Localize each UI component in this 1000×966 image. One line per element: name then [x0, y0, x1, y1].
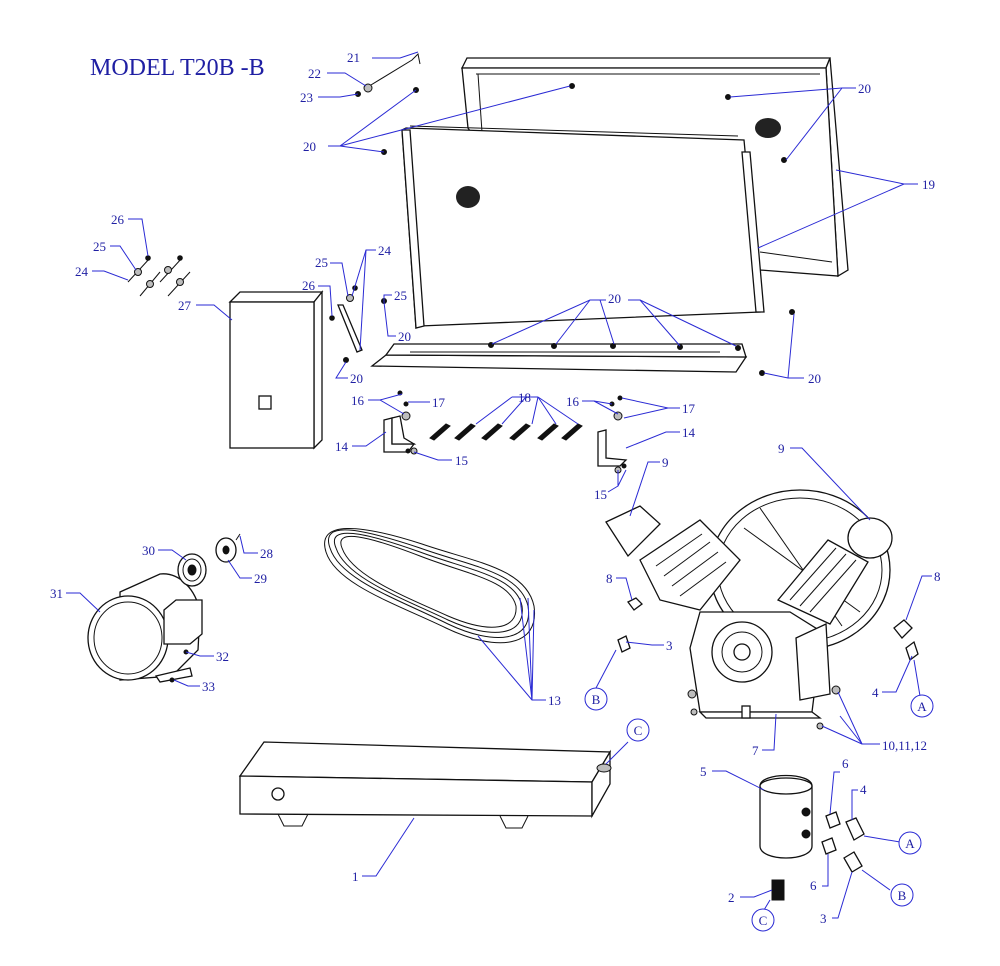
electric-motor — [87, 573, 203, 683]
label-25-middle: 25 — [315, 255, 328, 270]
label-20-bottom-group: 20 — [608, 291, 621, 306]
label-31: 31 — [50, 586, 63, 601]
label-2: 2 — [728, 890, 735, 905]
mount-bracket-right — [597, 395, 628, 474]
pulley-hub-29 — [215, 533, 241, 563]
label-6-lower: 6 — [810, 878, 817, 893]
fitting-8-right — [893, 619, 919, 662]
motor-pulley-30 — [177, 553, 207, 587]
label-20-bottom-left: 20 — [350, 371, 363, 386]
label-23: 23 — [300, 90, 313, 105]
label-3-pump: 3 — [666, 638, 673, 653]
vent-grille-left — [456, 186, 480, 208]
svg-text:B: B — [592, 692, 601, 707]
label-15-right: 15 — [594, 487, 607, 502]
bolt-set-middle — [329, 285, 363, 353]
label-16-right: 16 — [566, 394, 580, 409]
label-24-middle: 24 — [378, 243, 392, 258]
mount-bracket-left — [383, 390, 418, 455]
label-20-middle: 20 — [398, 329, 411, 344]
svg-text:C: C — [759, 913, 768, 928]
label-15-left: 15 — [455, 453, 468, 468]
leader-lines — [66, 51, 932, 919]
label-4-pump: 4 — [872, 685, 879, 700]
label-26-left: 26 — [111, 212, 125, 227]
connector-c-base: C — [626, 718, 650, 742]
svg-text:B: B — [898, 888, 907, 903]
fitting-8-left — [617, 597, 643, 653]
label-20-bottom-right: 20 — [808, 371, 821, 386]
label-13: 13 — [548, 693, 561, 708]
svg-text:C: C — [634, 723, 643, 738]
label-8-right: 8 — [934, 569, 941, 584]
label-26-middle: 26 — [302, 278, 316, 293]
rubber-strips-18 — [429, 423, 583, 441]
label-7: 7 — [752, 743, 759, 758]
label-8-left: 8 — [606, 571, 613, 586]
guard-bottom-channel — [370, 343, 748, 373]
label-25-right: 25 — [394, 288, 407, 303]
fitting-3-lower — [843, 851, 863, 873]
control-box — [228, 290, 324, 450]
label-14-left: 14 — [335, 439, 349, 454]
part-number-labels: 21 22 23 20 20 19 26 25 24 27 25 26 24 2… — [50, 50, 941, 926]
label-1: 1 — [352, 869, 359, 884]
model-title: MODEL T20B -B — [90, 55, 265, 81]
label-4-receiver: 4 — [860, 782, 867, 797]
vent-grille-right — [755, 118, 781, 138]
label-9-left: 9 — [662, 455, 669, 470]
label-10-11-12: 10,11,12 — [882, 738, 927, 753]
label-3-receiver: 3 — [820, 911, 827, 926]
label-18: 18 — [518, 390, 531, 405]
label-25-left: 25 — [93, 239, 106, 254]
connector-b-receiver: B — [890, 883, 914, 907]
label-9-right: 9 — [778, 441, 785, 456]
fitting-4-lower — [845, 817, 865, 841]
bolt-set-left — [127, 255, 191, 297]
label-24-left: 24 — [75, 264, 89, 279]
guard-bracket-21 — [355, 52, 421, 97]
label-27: 27 — [178, 298, 192, 313]
label-17-right: 17 — [682, 401, 696, 416]
connector-a-right-pump: A — [910, 694, 934, 718]
cylinder-fins-right — [776, 539, 869, 625]
label-16-left: 16 — [351, 393, 365, 408]
label-29: 29 — [254, 571, 267, 586]
cylinder-fins-left — [639, 519, 741, 611]
label-28: 28 — [260, 546, 273, 561]
label-5: 5 — [700, 764, 707, 779]
label-33: 33 — [202, 679, 215, 694]
label-6-upper: 6 — [842, 756, 849, 771]
v-belts — [324, 528, 535, 644]
air-receiver-5 — [759, 774, 813, 859]
label-14-right: 14 — [682, 425, 696, 440]
svg-text:A: A — [917, 699, 927, 714]
elbow-6-upper — [825, 811, 841, 829]
connector-c-drain: C — [751, 908, 775, 932]
label-20-top-right: 20 — [858, 81, 871, 96]
label-32: 32 — [216, 649, 229, 664]
connector-a-receiver: A — [898, 831, 922, 855]
label-17-left: 17 — [432, 395, 446, 410]
compressor-base — [238, 741, 612, 829]
label-21: 21 — [347, 50, 360, 65]
label-19: 19 — [922, 177, 935, 192]
screws-20 — [343, 83, 795, 376]
label-22: 22 — [308, 66, 321, 81]
compressor-pump — [605, 489, 893, 730]
svg-text:A: A — [905, 836, 915, 851]
belt-guard-front-panel — [401, 125, 765, 330]
label-30: 30 — [142, 543, 155, 558]
elbow-6-lower — [821, 837, 837, 855]
label-20-top-left: 20 — [303, 139, 316, 154]
connector-b-left-pump: B — [584, 687, 608, 711]
drain-plug-2 — [771, 879, 785, 901]
